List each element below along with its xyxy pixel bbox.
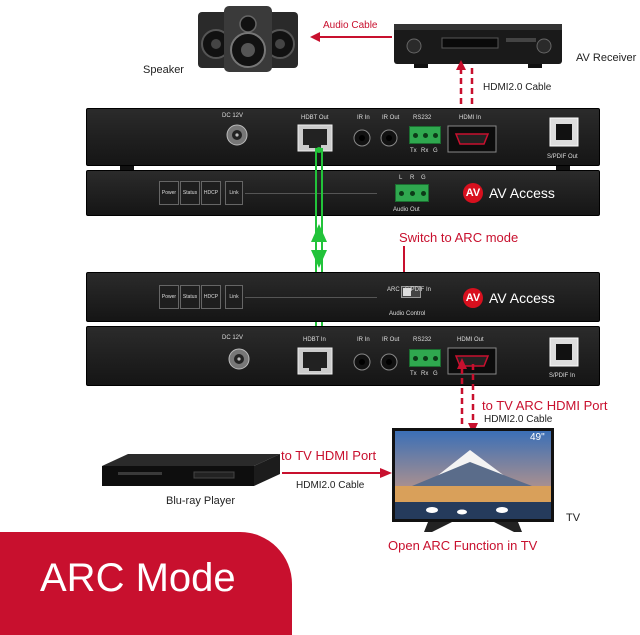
arc-spdif-switch[interactable] bbox=[401, 286, 421, 298]
panel-foot bbox=[556, 166, 570, 170]
audio-control-label: Audio Control bbox=[389, 311, 426, 317]
dc-power-jack bbox=[228, 348, 250, 370]
hdmi-out-label: HDMI Out bbox=[457, 337, 484, 343]
spdif-in-port bbox=[549, 337, 579, 367]
transmitter-front-panel: Power Status HDCP Link L R G Audio Out A… bbox=[86, 170, 600, 216]
hdcp-indicator: HDCP bbox=[201, 181, 221, 205]
page-title: ARC Mode bbox=[40, 556, 236, 600]
bluray-illustration bbox=[102, 454, 280, 486]
audio-cable-label: Audio Cable bbox=[323, 20, 378, 31]
panel-divider bbox=[245, 193, 377, 194]
speaker-label: Speaker bbox=[143, 64, 184, 76]
rs232-pin-rx: Rx bbox=[421, 371, 429, 377]
to-tv-arc-annotation: to TV ARC HDMI Port bbox=[482, 398, 608, 413]
rj45-port bbox=[297, 347, 333, 375]
audio-pin-r: R bbox=[410, 175, 415, 181]
audio-out-label: Audio Out bbox=[393, 207, 420, 213]
av-access-brand: AV Access bbox=[489, 290, 555, 306]
audio-cable-arrow bbox=[310, 32, 392, 42]
spdif-in-switch-label: S/PDIF In bbox=[405, 287, 432, 293]
link-indicator: Link bbox=[225, 181, 243, 205]
link-indicator: Link bbox=[225, 285, 243, 309]
panel-foot bbox=[120, 166, 134, 170]
av-access-mark: AV bbox=[463, 288, 483, 308]
ir-out-jack bbox=[380, 129, 398, 147]
rs232-label: RS232 bbox=[413, 337, 432, 343]
dc-label: DC 12V bbox=[222, 113, 244, 119]
av-access-mark: AV bbox=[463, 183, 483, 203]
spdif-in-label: S/PDIF In bbox=[549, 373, 576, 379]
power-indicator: Power bbox=[159, 285, 179, 309]
dc-label: DC 12V bbox=[222, 335, 244, 341]
rs232-terminal bbox=[409, 349, 441, 367]
switch-arc-annotation: Switch to ARC mode bbox=[399, 230, 519, 245]
av-access-brand: AV Access bbox=[489, 185, 555, 201]
tv-label: TV bbox=[566, 512, 581, 524]
tv-size-label: 49" bbox=[530, 432, 545, 443]
ir-in-jack bbox=[353, 353, 371, 371]
receiver-front-panel: Power Status HDCP Link ARC S/PDIF In Aud… bbox=[86, 272, 600, 322]
audio-pin-g: G bbox=[421, 175, 426, 181]
audio-out-terminal bbox=[395, 184, 429, 202]
hdbt-in-label: HDBT In bbox=[303, 337, 326, 343]
ir-in-label: IR In bbox=[357, 337, 370, 343]
open-arc-annotation: Open ARC Function in TV bbox=[388, 538, 538, 553]
bluray-label: Blu-ray Player bbox=[166, 495, 236, 507]
spdif-out-label: S/PDIF Out bbox=[547, 154, 578, 160]
ir-in-jack bbox=[353, 129, 371, 147]
arc-switch-label: ARC bbox=[387, 287, 400, 293]
rj45-port bbox=[297, 124, 333, 152]
ir-in-label: IR In bbox=[357, 115, 370, 121]
dc-power-jack bbox=[226, 124, 248, 146]
status-indicator: Status bbox=[180, 285, 200, 309]
rs232-pin-rx: Rx bbox=[421, 148, 429, 154]
av-access-logo: AV AV Access bbox=[463, 288, 555, 308]
rs232-label: RS232 bbox=[413, 115, 432, 121]
av-receiver-illustration bbox=[394, 24, 562, 68]
av-receiver-label: AV Receiver bbox=[576, 52, 637, 64]
ir-out-label: IR Out bbox=[382, 115, 400, 121]
receiver-rear-panel: DC 12V HDBT In IR In IR Out RS232 Tx Rx … bbox=[86, 326, 600, 386]
audio-pin-l: L bbox=[399, 175, 403, 181]
speaker-illustration bbox=[198, 6, 298, 72]
hdmi-tv-cable-label: HDMI2.0 Cable bbox=[484, 414, 553, 425]
to-tv-hdmi-annotation: to TV HDMI Port bbox=[281, 448, 377, 463]
rs232-pin-g: G bbox=[433, 371, 438, 377]
spdif-out-port bbox=[549, 117, 579, 147]
panel-divider bbox=[245, 297, 377, 298]
bluray-hdmi-arrow bbox=[282, 468, 392, 478]
hdmi-in-label: HDMI In bbox=[459, 115, 482, 121]
hdbt-label: HDBT Out bbox=[301, 115, 329, 121]
hdmi-tv-link bbox=[457, 358, 478, 434]
tv-illustration bbox=[392, 428, 554, 532]
rs232-pin-tx: Tx bbox=[410, 371, 417, 377]
transmitter-rear-panel: DC 12V HDBT Out IR In IR Out RS232 Tx Rx… bbox=[86, 108, 600, 166]
hdmi-bluray-cable-label: HDMI2.0 Cable bbox=[296, 480, 365, 491]
ir-out-jack bbox=[380, 353, 398, 371]
rs232-pin-tx: Tx bbox=[410, 148, 417, 154]
hdbaset-link bbox=[311, 147, 327, 352]
status-indicator: Status bbox=[180, 181, 200, 205]
rs232-pin-g: G bbox=[433, 148, 438, 154]
av-access-logo: AV AV Access bbox=[463, 183, 555, 203]
power-indicator: Power bbox=[159, 181, 179, 205]
hdmi-top-cable-label: HDMI2.0 Cable bbox=[483, 82, 552, 93]
hdcp-indicator: HDCP bbox=[201, 285, 221, 309]
rs232-terminal bbox=[409, 126, 441, 144]
hdmi-in-port bbox=[447, 125, 497, 153]
ir-out-label: IR Out bbox=[382, 337, 400, 343]
mode-banner: ARC Mode bbox=[0, 532, 292, 635]
